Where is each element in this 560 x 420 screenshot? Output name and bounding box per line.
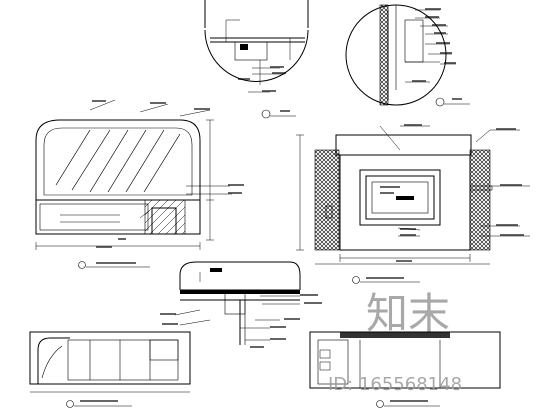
watermark-id: ID: 165568148 xyxy=(328,374,462,395)
detail-marker-2 xyxy=(435,97,470,107)
bottom-right-elevation xyxy=(309,331,501,408)
detail-circle-2 xyxy=(345,4,456,106)
watermark: 知末 ID: 165568148 xyxy=(328,289,462,395)
watermark-logo: 知末 xyxy=(366,289,450,338)
detail-marker-1 xyxy=(261,109,296,119)
detail-circle-1 xyxy=(204,0,309,93)
section-detail xyxy=(160,261,322,348)
bottom-left-elevation xyxy=(29,331,191,408)
left-elevation xyxy=(35,99,244,269)
right-elevation xyxy=(296,124,530,284)
